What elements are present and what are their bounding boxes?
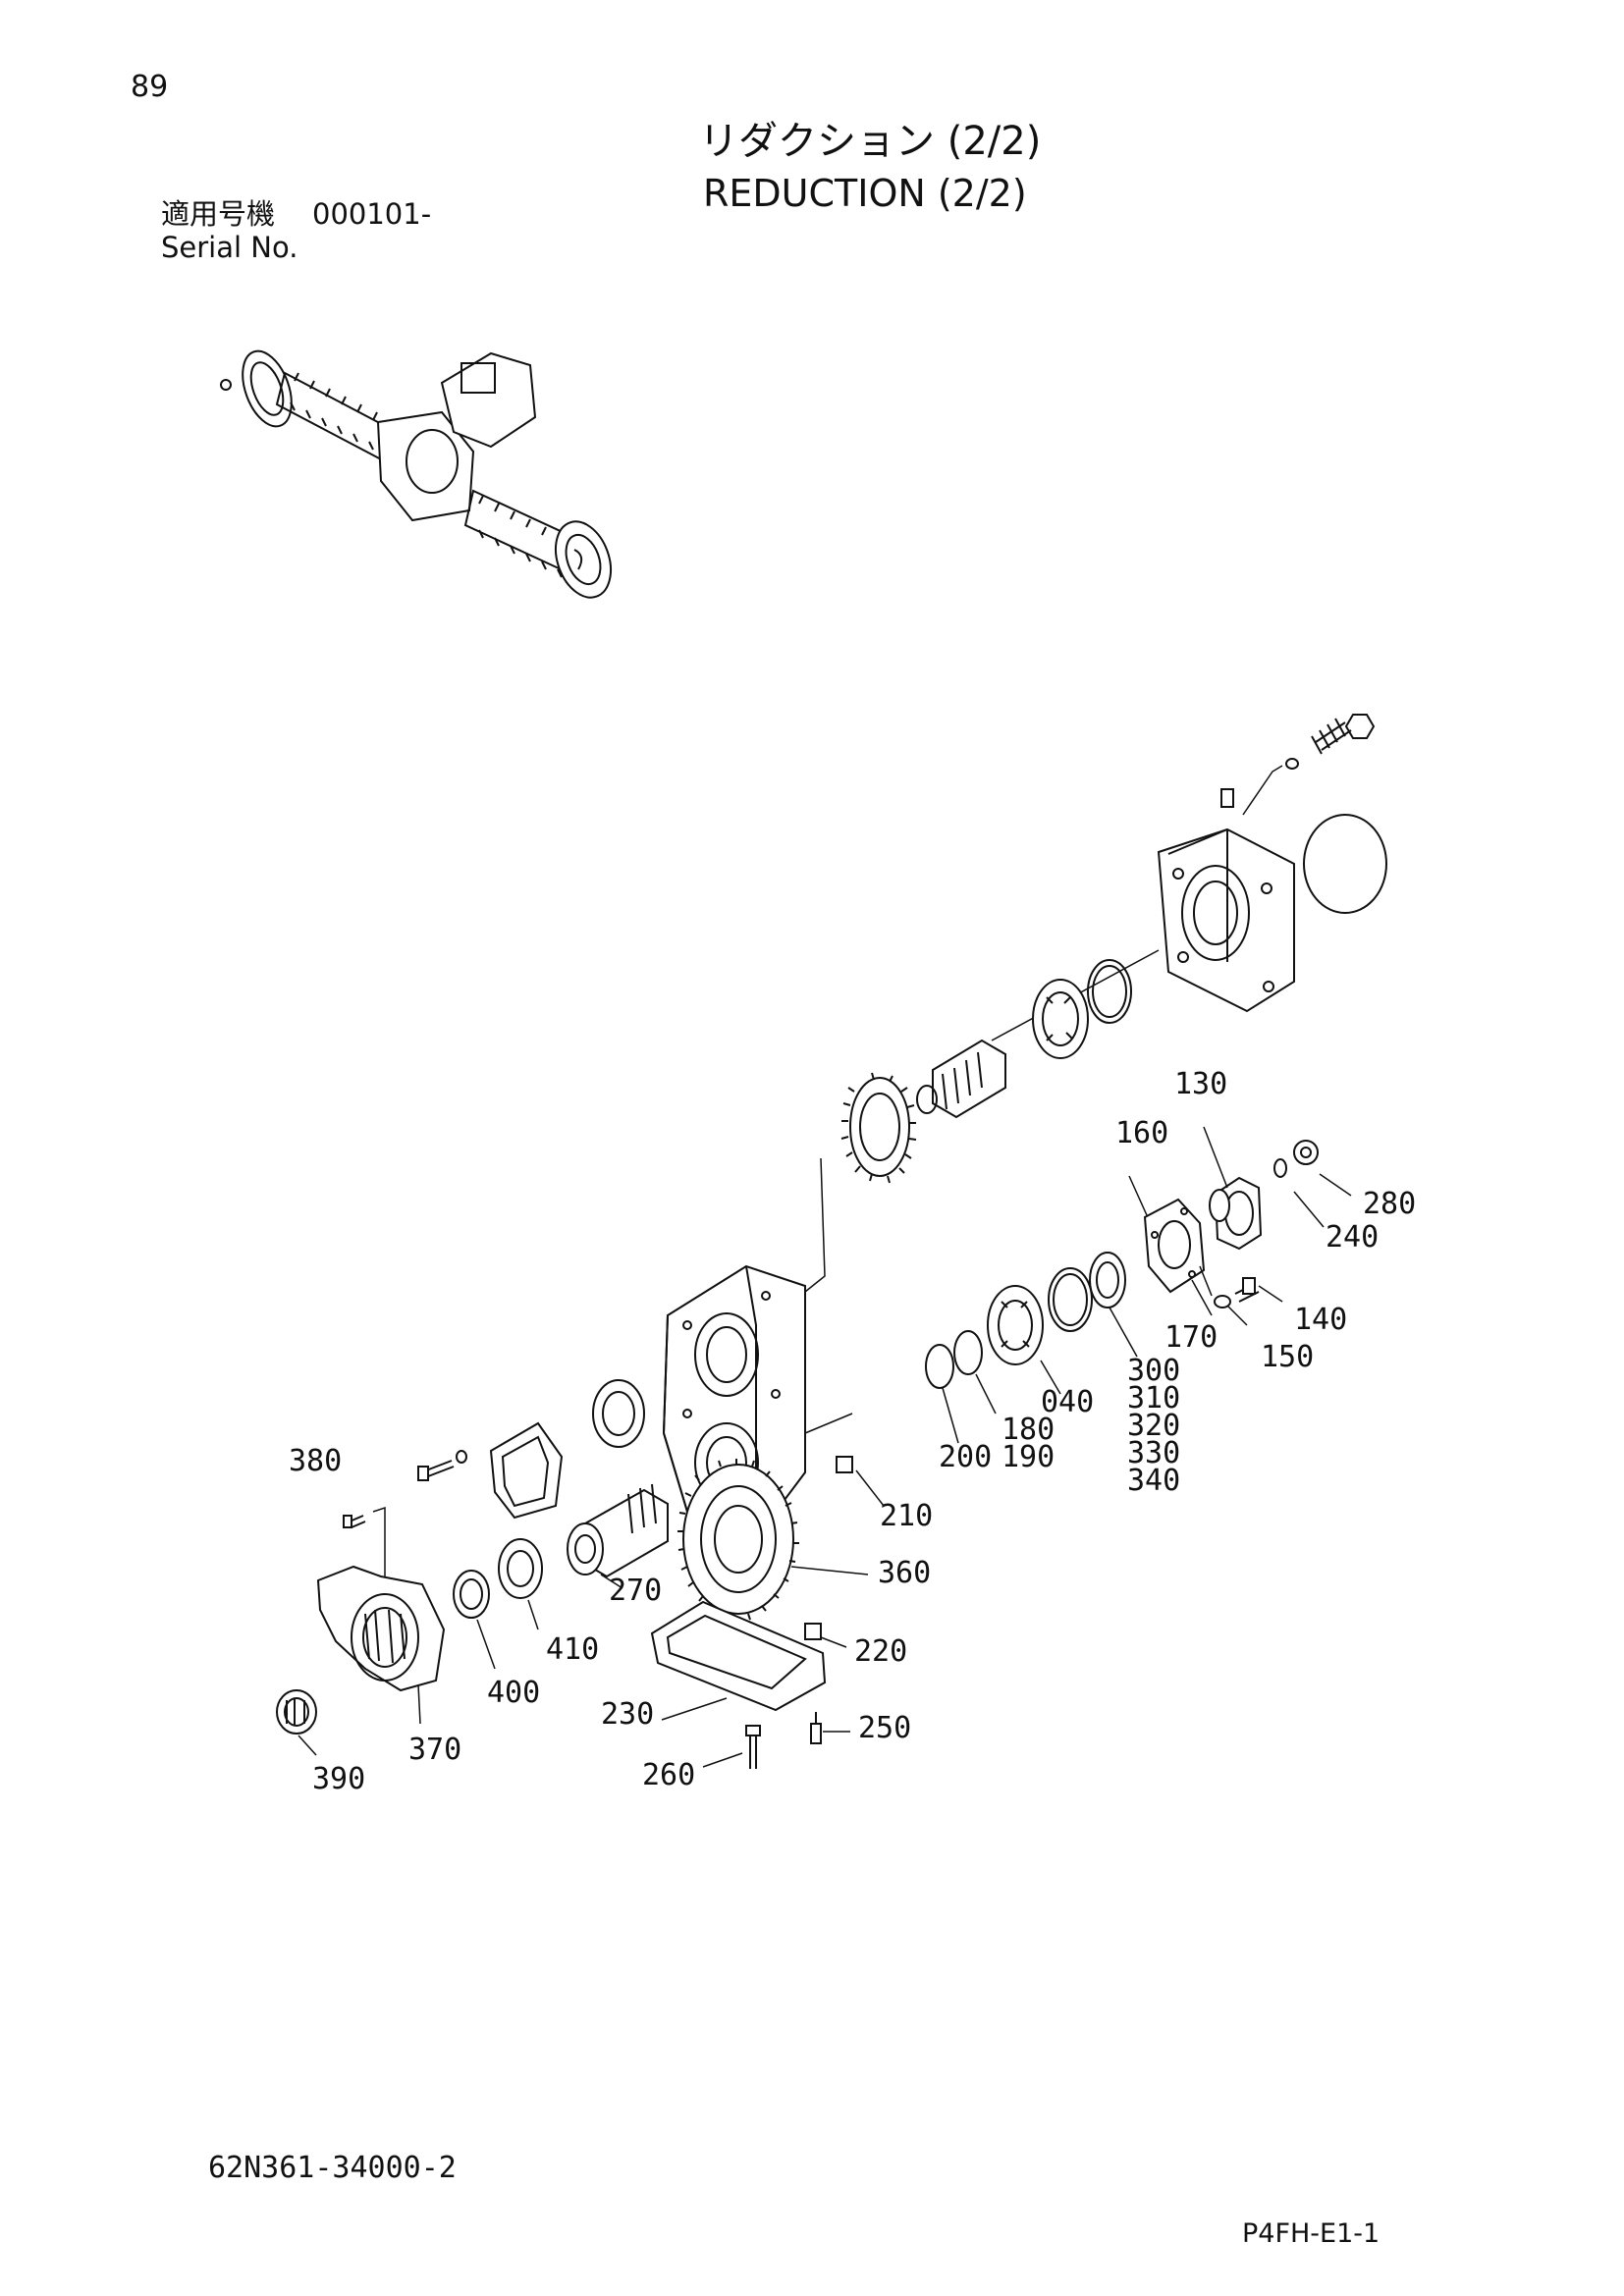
page-number: 89	[131, 70, 169, 104]
callout-labels: 130 160 280 240 140 170 150 300 310 320 …	[289, 1067, 1416, 1796]
callout-150: 150	[1261, 1340, 1314, 1374]
callout-260: 260	[642, 1758, 695, 1792]
callout-330: 330	[1127, 1436, 1180, 1470]
callout-250: 250	[858, 1711, 911, 1745]
callout-280: 280	[1363, 1187, 1416, 1221]
callout-130: 130	[1174, 1067, 1227, 1101]
callout-140: 140	[1294, 1303, 1347, 1337]
callout-240: 240	[1326, 1220, 1379, 1255]
callout-180: 180	[1001, 1413, 1055, 1447]
drawing-number: 62N361-34000-2	[208, 2151, 457, 2185]
callout-190: 190	[1001, 1440, 1055, 1474]
callout-310: 310	[1127, 1381, 1180, 1415]
callout-040: 040	[1041, 1385, 1094, 1419]
callout-leaders	[298, 1126, 1352, 1768]
callout-400: 400	[487, 1676, 540, 1710]
lower-left-group	[276, 1421, 853, 1769]
callout-200: 200	[939, 1440, 992, 1474]
callout-220: 220	[854, 1634, 907, 1669]
callout-270: 270	[609, 1574, 662, 1608]
callout-360: 360	[878, 1556, 931, 1590]
serial-label-english: Serial No.	[161, 231, 298, 264]
page-title-japanese: リダクション (2/2)	[699, 119, 1042, 164]
serial-number-value: 000101-	[312, 197, 432, 231]
serial-label-japanese: 適用号機	[161, 197, 276, 231]
callout-170: 170	[1164, 1320, 1218, 1355]
callout-380: 380	[289, 1444, 342, 1478]
callout-410: 410	[546, 1632, 599, 1667]
callout-340: 340	[1127, 1464, 1180, 1498]
callout-160: 160	[1115, 1116, 1168, 1150]
output-shaft-group	[925, 1140, 1319, 1389]
callout-320: 320	[1127, 1409, 1180, 1443]
callout-390: 390	[312, 1762, 365, 1796]
callout-300: 300	[1127, 1354, 1180, 1388]
callout-210: 210	[880, 1499, 933, 1533]
callout-230: 230	[601, 1697, 654, 1732]
page-code: P4FH-E1-1	[1242, 2218, 1380, 2249]
upper-shaft-group	[804, 714, 1387, 1293]
axle-overview-illustration	[220, 349, 613, 599]
page-title-english: REDUCTION (2/2)	[703, 172, 1027, 215]
callout-370: 370	[408, 1733, 461, 1767]
